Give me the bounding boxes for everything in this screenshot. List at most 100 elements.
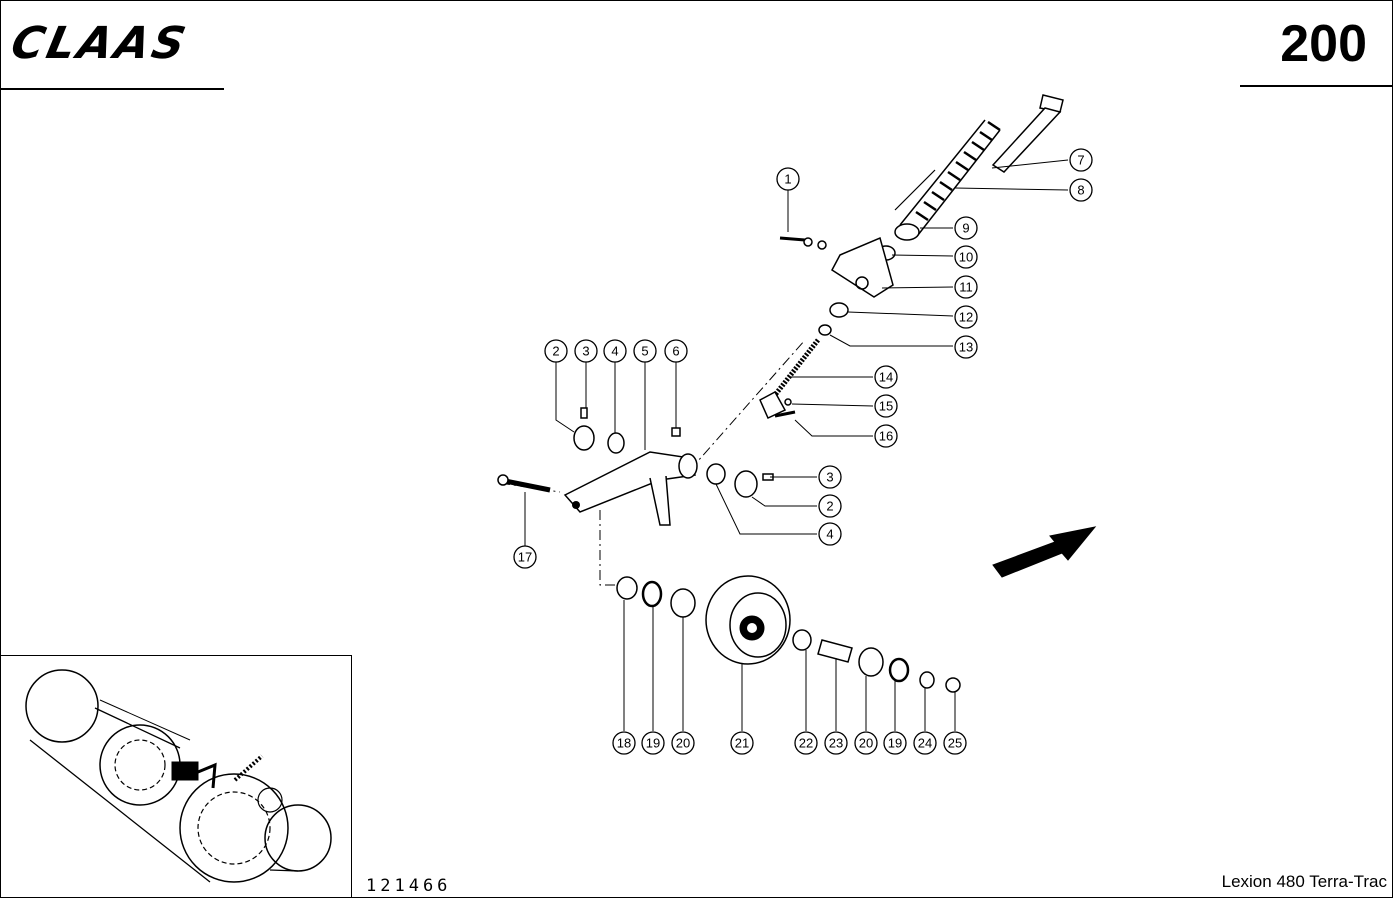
overview-inset [0, 655, 352, 898]
overview-pulley-mid [99, 724, 181, 806]
svg-text:4: 4 [826, 527, 833, 542]
part-6-grease-nipple [671, 427, 681, 437]
part-16-screw [774, 410, 796, 418]
part-3-grease-nipple-left [580, 407, 588, 419]
part-15-pin [784, 398, 792, 406]
part-21-pulley [705, 575, 791, 665]
callout-17: 17 [513, 545, 537, 569]
part-12-washer [829, 302, 849, 318]
model-name: Lexion 480 Terra-Trac [1221, 872, 1387, 891]
part-20-bearing-right [858, 647, 884, 677]
overview-pulley-top [25, 669, 99, 743]
svg-text:2: 2 [552, 344, 559, 359]
logo-underline [0, 88, 224, 90]
svg-text:20: 20 [676, 736, 690, 751]
overview-pulley-main [179, 773, 289, 883]
callout-4-right: 4 [818, 522, 842, 546]
svg-text:23: 23 [829, 736, 843, 751]
svg-text:7: 7 [1077, 153, 1084, 168]
callout-15: 15 [874, 394, 898, 418]
callout-22: 22 [794, 731, 818, 755]
svg-text:24: 24 [918, 736, 932, 751]
svg-text:19: 19 [888, 736, 902, 751]
part-20-bearing [670, 588, 696, 618]
svg-text:4: 4 [611, 344, 618, 359]
callout-3-right: 3 [818, 465, 842, 489]
part-4-bushing-right [706, 463, 726, 485]
callout-4: 4 [603, 339, 627, 363]
part-7-bolt [991, 94, 1064, 173]
part-17-bolt [497, 474, 551, 493]
part-19-circlip-right [888, 657, 910, 683]
callout-9: 9 [954, 216, 978, 240]
callout-3: 3 [574, 339, 598, 363]
svg-text:1: 1 [784, 172, 791, 187]
svg-text:19: 19 [646, 736, 660, 751]
part-4-bushing-left [607, 432, 625, 454]
part-13-nut [818, 324, 832, 336]
callout-16: 16 [874, 424, 898, 448]
svg-text:3: 3 [582, 344, 589, 359]
leader-lines [524, 159, 1069, 731]
svg-text:13: 13 [959, 340, 973, 355]
part-9-sleeve [894, 223, 920, 241]
callout-19-right: 19 [883, 731, 907, 755]
callout-21: 21 [730, 731, 754, 755]
callout-19: 19 [641, 731, 665, 755]
callout-13: 13 [954, 335, 978, 359]
callout-2-right: 2 [818, 494, 842, 518]
callout-14: 14 [874, 365, 898, 389]
callout-23: 23 [824, 731, 848, 755]
drawing-number: 121466 [366, 876, 452, 896]
callout-6: 6 [664, 339, 688, 363]
direction-arrow-icon [992, 526, 1097, 578]
svg-text:21: 21 [735, 736, 749, 751]
callout-8: 8 [1069, 178, 1093, 202]
callout-10: 10 [954, 245, 978, 269]
part-18-bearing [616, 576, 638, 600]
page-number: 200 [1280, 15, 1367, 73]
part-23-sleeve [817, 639, 853, 663]
overview-tensioner-icon [171, 761, 199, 781]
svg-text:25: 25 [948, 736, 962, 751]
callout-25: 25 [943, 731, 967, 755]
part-8-spring [894, 119, 1001, 236]
part-25-nut [945, 677, 961, 693]
part-24-washer [919, 671, 935, 689]
part-5-tensioner-arm [563, 451, 698, 526]
part-22-spacer [792, 629, 812, 651]
svg-text:2: 2 [826, 499, 833, 514]
part-2-bushing-right [734, 470, 758, 498]
callout-11: 11 [954, 275, 978, 299]
svg-text:16: 16 [879, 429, 893, 444]
callout-20-right: 20 [854, 731, 878, 755]
overview-belt-drawing [25, 669, 332, 883]
assembly-axis-lines [499, 339, 806, 586]
svg-text:8: 8 [1077, 183, 1084, 198]
part-14-threaded-rod [759, 338, 820, 420]
callout-18: 18 [612, 731, 636, 755]
callout-20: 20 [671, 731, 695, 755]
callout-12: 12 [954, 305, 978, 329]
svg-text:20: 20 [859, 736, 873, 751]
svg-text:18: 18 [617, 736, 631, 751]
svg-text:11: 11 [959, 280, 973, 295]
part-1-screw [779, 236, 827, 250]
svg-text:3: 3 [826, 470, 833, 485]
svg-text:12: 12 [959, 310, 973, 325]
svg-text:15: 15 [879, 399, 893, 414]
overview-pulley-small [264, 804, 332, 872]
callout-24: 24 [913, 731, 937, 755]
svg-text:5: 5 [641, 344, 648, 359]
svg-text:9: 9 [962, 221, 969, 236]
svg-text:14: 14 [879, 370, 893, 385]
page-number-underline [1240, 85, 1393, 87]
callout-5: 5 [633, 339, 657, 363]
part-19-circlip [641, 580, 663, 608]
svg-text:17: 17 [518, 550, 532, 565]
svg-text:22: 22 [799, 736, 813, 751]
svg-text:10: 10 [959, 250, 973, 265]
callout-7: 7 [1069, 148, 1093, 172]
